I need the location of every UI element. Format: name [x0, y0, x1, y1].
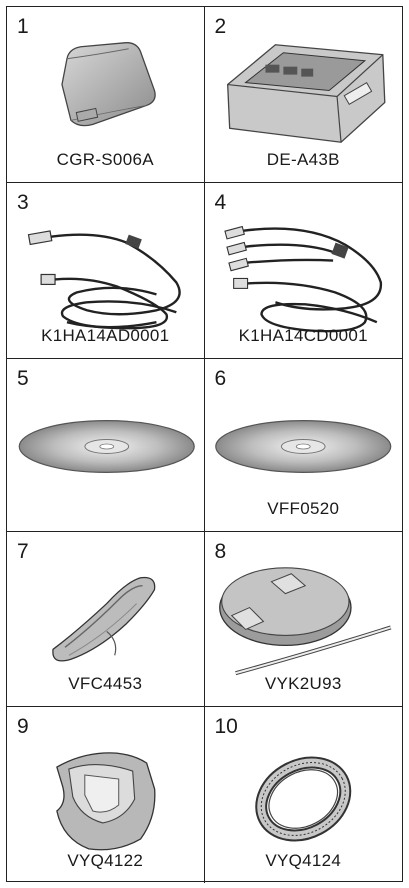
item-part-code: VFF0520 — [267, 499, 340, 518]
item-number: 2 — [214, 15, 227, 38]
item-number: 8 — [214, 540, 227, 563]
item-number: 10 — [214, 715, 238, 738]
lens-adaptor-icon — [254, 756, 351, 842]
item-part-code: K1HA14AD0001 — [41, 326, 170, 345]
accessory-cell: 9 VYQ4122 — [7, 707, 205, 883]
av-cable-icon — [223, 225, 382, 333]
usb-cable-icon — [27, 230, 181, 330]
accessory-cell: 4 K1HA14CD0001 — [204, 183, 402, 359]
item-number: 7 — [17, 540, 29, 563]
cd-rom-icon — [18, 420, 195, 473]
item-part-code: CGR-S006A — [56, 150, 154, 169]
battery-icon — [61, 42, 156, 127]
accessory-cell: 7 VFC4453 — [7, 532, 205, 707]
accessory-cell: 3 K1HA14AD0001 — [7, 183, 205, 359]
accessory-cell: 2 DE-A43B — [204, 7, 402, 183]
item-number: 9 — [17, 715, 29, 738]
lens-cap-icon — [218, 567, 391, 676]
item-part-code: DE-A43B — [266, 150, 340, 169]
item-number: 5 — [17, 367, 29, 390]
accessory-cell: 10 VYQ4124 — [205, 707, 403, 883]
item-number: 3 — [17, 191, 29, 214]
item-part-code: VYQ4124 — [265, 851, 342, 870]
item-number: 6 — [214, 367, 227, 390]
item-number: 1 — [17, 15, 29, 38]
accessory-cell: 1 CGR-S006A — [7, 7, 205, 183]
charger-icon — [226, 44, 385, 143]
accessory-cell: 8 VYK2U93 — [204, 532, 402, 707]
item-number: 4 — [214, 191, 227, 214]
accessory-cell: 6 VFF0520 — [204, 359, 402, 532]
item-part-code: VYK2U93 — [264, 674, 342, 693]
item-part-code: K1HA14CD0001 — [238, 326, 368, 345]
accessory-cell: 5 — [7, 359, 205, 532]
item-part-code: VYQ4122 — [67, 851, 144, 870]
item-part-code: VFC4453 — [68, 674, 143, 693]
cd-rom-icon — [214, 420, 391, 473]
shoulder-strap-icon — [52, 576, 156, 662]
lens-hood-icon — [56, 752, 156, 851]
accessories-table: 1 CGR-S006A 2 DE-A43B 3 — [6, 6, 403, 883]
